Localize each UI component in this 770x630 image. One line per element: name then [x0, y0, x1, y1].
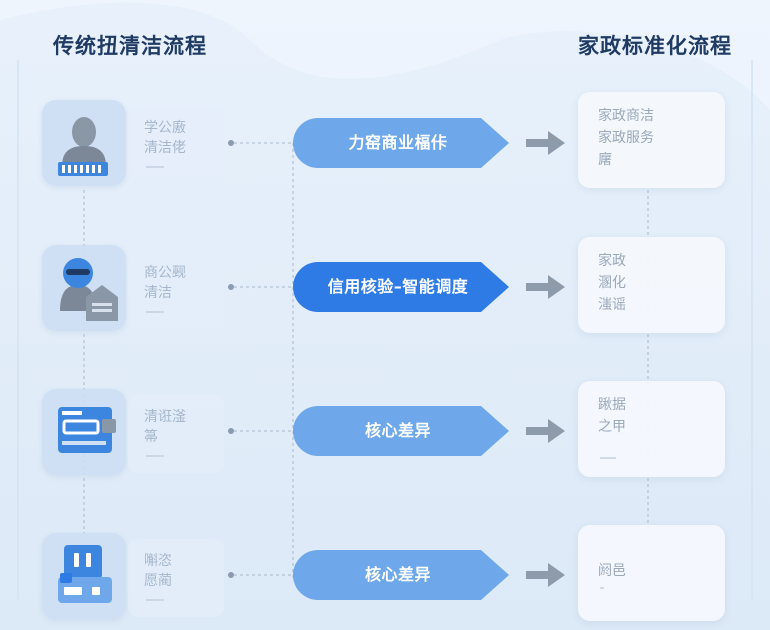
row-4-traditional-line-2: 愿蔺 [144, 573, 172, 589]
row-3-pill: 核心差异 [293, 406, 515, 456]
row-1-card-line-3: 廜 [598, 152, 612, 168]
row-1-card-line-2: 家政服务 [598, 130, 654, 146]
row-connectors [228, 140, 293, 578]
arrow-right-icon [526, 419, 565, 443]
row-1-pill-label: 力窑商业楅佧 [348, 133, 448, 152]
placeholder-dash [146, 166, 164, 168]
row-4-pill-label: 核心差异 [364, 565, 431, 584]
row-3-card-line-1: 踿据 [598, 397, 626, 413]
top-wave [0, 0, 770, 110]
placeholder-dash [146, 455, 164, 457]
row-3-card-line-2: 之甲 [598, 419, 626, 435]
row-2-card-line-2: 溷化 [598, 275, 626, 291]
placeholder-dash [600, 457, 616, 459]
row-2-traditional-card: 商公觋 清洁 [128, 251, 224, 329]
arrow-right-icon [526, 563, 565, 587]
row-2-traditional-line-2: 清洁 [144, 285, 172, 301]
row-1-traditional-card: 学公廒 清洁佬 [128, 106, 224, 184]
row-4-traditional-card: 嘝恣 愿蔺 [128, 539, 224, 617]
arrow-right-icon [526, 275, 565, 299]
row-1-icon-box [42, 100, 126, 186]
row-2-icon-box [42, 245, 126, 331]
row-1-card-line-1: 家政商洁 [598, 108, 654, 124]
device-card-icon [58, 545, 112, 603]
row-4-traditional-line-1: 嘝恣 [144, 553, 172, 569]
document-card-icon [58, 407, 116, 453]
row-3-traditional-line-1: 清诳滏 [144, 409, 186, 425]
row-1-pill: 力窑商业楅佧 [293, 118, 515, 168]
masked-person-house-icon [60, 258, 118, 321]
row-2-traditional-line-1: 商公觋 [144, 265, 186, 281]
row-1-standard-card: 家政商洁 家政服务 廜 [578, 92, 725, 188]
traditional-process-heading: 传统扭清洁流程 [53, 34, 207, 58]
row-4-pill: 核心差异 [293, 550, 515, 600]
row-3-standard-card: 踿据 之甲 [578, 381, 725, 477]
row-2-card-line-3: 滍谣 [598, 297, 626, 313]
row-2-pill-label: 信用核验–智能调度 [327, 277, 469, 296]
row-4-icon-box [42, 533, 126, 619]
placeholder-dash [600, 587, 604, 589]
arrow-icons [526, 131, 565, 587]
placeholder-dash [146, 599, 164, 601]
row-1-traditional-line-1: 学公廒 [144, 120, 186, 136]
row-3-icon-box [42, 389, 126, 475]
standardized-process-heading: 家政标准化流程 [578, 34, 732, 58]
row-4-card-line-1: 阏邑 [598, 563, 626, 579]
row-1-traditional-line-2: 清洁佬 [144, 140, 186, 156]
row-3-pill-label: 核心差异 [364, 421, 431, 440]
person-id-icon [58, 117, 108, 176]
arrow-right-icon [526, 131, 565, 155]
row-3-traditional-line-2: 箒 [144, 429, 158, 445]
row-2-card-line-1: 家政 [598, 253, 626, 269]
placeholder-dash [146, 311, 164, 313]
row-2-pill: 信用核验–智能调度 [293, 262, 515, 312]
row-2-standard-card: 家政 溷化 滍谣 [578, 237, 725, 333]
row-4-standard-card: 阏邑 [578, 525, 725, 621]
row-3-traditional-card: 清诳滏 箒 [128, 395, 224, 473]
